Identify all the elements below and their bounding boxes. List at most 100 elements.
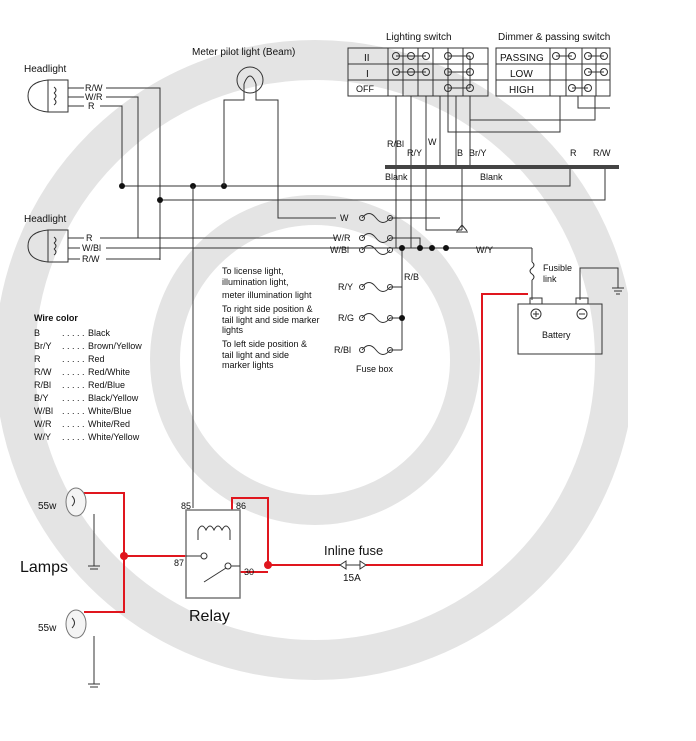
lighting-position-ii: II [364, 53, 370, 64]
svg-text:tail light and side marker: tail light and side marker [222, 315, 320, 325]
svg-text:. . . . .: . . . . . [62, 393, 85, 403]
svg-text:. . . . .: . . . . . [62, 367, 85, 377]
lamp-top-symbol [65, 487, 100, 570]
meter-pilot-label: Meter pilot light (Beam) [192, 47, 295, 58]
svg-text:. . . . .: . . . . . [62, 380, 85, 390]
wire-color-code: B [34, 328, 40, 338]
wire-color-name: Black/Yellow [88, 393, 139, 403]
wire-color-name: White/Yellow [88, 432, 140, 442]
wire-color-name: Black [88, 328, 111, 338]
blank-right-label: Blank [480, 172, 503, 182]
lamps-label: Lamps [20, 559, 68, 576]
svg-text:illumination light,: illumination light, [222, 277, 289, 287]
svg-text:meter illumination light: meter illumination light [222, 290, 312, 300]
dimmer-switch-label: Dimmer & passing switch [498, 32, 610, 43]
lamp-top-wattage: 55w [38, 501, 57, 512]
wire-tag-hl-bot-wbl: W/Bl [82, 243, 101, 253]
wire-tag-hl-top-r: R [88, 101, 95, 111]
lighting-position-i: I [366, 69, 369, 80]
wire-color-code: R/W [34, 367, 52, 377]
fuse-box-label: Fuse box [356, 364, 394, 374]
wire-tag-fb-wr: W/R [333, 233, 351, 243]
wire-tag-fb-rb: R/B [404, 272, 419, 282]
wire-tag-fb-wbl: W/Bl [330, 245, 349, 255]
wire-tag-sw-rbl: R/Bl [387, 139, 404, 149]
dimmer-switch-grid [495, 47, 611, 97]
wire-color-code: R [34, 354, 41, 364]
lighting-position-off: OFF [356, 84, 374, 94]
relay-pin-86: 86 [236, 501, 246, 511]
wire-tag-hl-bot-rw: R/W [82, 254, 100, 264]
wire-tag-fb-rbl: R/Bl [334, 345, 351, 355]
dimmer-position-passing: PASSING [500, 53, 544, 64]
wire-color-name: Red/White [88, 367, 130, 377]
svg-text:To right side position &: To right side position & [222, 304, 313, 314]
wire-color-code: R/Bl [34, 380, 51, 390]
svg-text:. . . . .: . . . . . [62, 328, 85, 338]
wire-tag-fb-ry: R/Y [338, 282, 353, 292]
wire-tag-fb-w: W [340, 213, 349, 223]
wire-tag-hl-bot-r: R [86, 233, 93, 243]
svg-text:marker lights: marker lights [222, 360, 274, 370]
wire-color-name: Red [88, 354, 105, 364]
svg-text:tail light and side: tail light and side [222, 350, 289, 360]
blank-connector-bar [385, 165, 619, 169]
headlight-top-symbol [27, 79, 69, 113]
wire-color-title: Wire color [34, 313, 78, 323]
relay-pin-87: 87 [174, 558, 184, 568]
wire-color-name: White/Blue [88, 406, 132, 416]
blank-left-label: Blank [385, 172, 408, 182]
lighting-switch-grid [347, 47, 489, 97]
wire-tag-hl-top-wr: W/R [85, 92, 103, 102]
svg-text:lights: lights [222, 325, 244, 335]
wire-tag-sw-ry: R/Y [407, 148, 422, 158]
dimmer-position-high: HIGH [509, 85, 534, 96]
wire-color-name: Brown/Yellow [88, 341, 142, 351]
meter-pilot-light-symbol [223, 66, 336, 219]
wire-tag-dim-rw: R/W [593, 148, 611, 158]
wire-tag-sw-bry: Br/Y [469, 148, 487, 158]
wire-tag-fb-rg: R/G [338, 313, 354, 323]
battery-label: Battery [542, 330, 571, 340]
wire-color-name: Red/Blue [88, 380, 125, 390]
relay-label: Relay [189, 608, 230, 625]
wire-color-code: W/Bl [34, 406, 53, 416]
wire-color-code: Br/Y [34, 341, 52, 351]
svg-text:. . . . .: . . . . . [62, 406, 85, 416]
fuse-box-fuses [359, 213, 393, 355]
lamp-bottom-symbol [65, 609, 100, 688]
headlight-bottom-label: Headlight [24, 214, 66, 225]
relay-symbol [185, 509, 241, 599]
circuit-notes: To license light, illumination light, me… [222, 266, 320, 370]
svg-text:To license light,: To license light, [222, 266, 284, 276]
wire-color-code: W/Y [34, 432, 51, 442]
inline-fuse-symbol [339, 560, 367, 570]
wire-tag-fb-wy: W/Y [476, 245, 493, 255]
lighting-switch-label: Lighting switch [386, 32, 452, 43]
svg-text:. . . . .: . . . . . [62, 354, 85, 364]
wire-tag-hl-top-rw: R/W [85, 83, 103, 93]
wire-color-code: B/Y [34, 393, 49, 403]
dimmer-position-low: LOW [510, 69, 533, 80]
relay-pin-85: 85 [181, 501, 191, 511]
svg-text:. . . . .: . . . . . [62, 341, 85, 351]
watermark [0, 40, 635, 680]
wire-color-name: White/Red [88, 419, 130, 429]
svg-text:. . . . .: . . . . . [62, 432, 85, 442]
wire-tag-dim-r: R [570, 148, 577, 158]
headlight-bottom-symbol [27, 229, 69, 263]
battery-symbol [517, 297, 603, 355]
wire-color-code: W/R [34, 419, 52, 429]
lamp-bottom-wattage: 55w [38, 623, 57, 634]
inline-fuse-rating: 15A [343, 573, 361, 584]
svg-text:To left side position &: To left side position & [222, 339, 307, 349]
headlight-top-label: Headlight [24, 64, 66, 75]
wire-tag-sw-b: B [457, 148, 463, 158]
svg-text:. . . . .: . . . . . [62, 419, 85, 429]
wire-tag-sw-w: W [428, 137, 437, 147]
relay-pin-30: 30 [244, 567, 254, 577]
